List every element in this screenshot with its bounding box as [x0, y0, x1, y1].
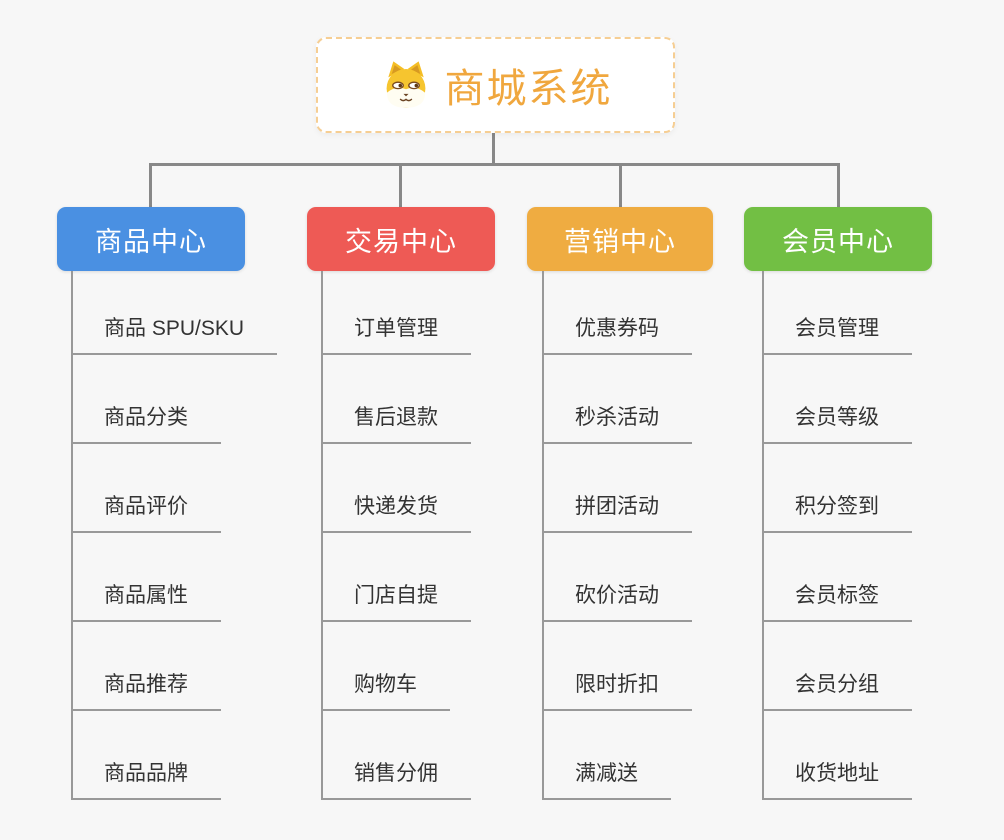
leaf-node[interactable]: 优惠券码: [542, 313, 692, 355]
branch-marketing-center[interactable]: 营销中心: [527, 207, 713, 271]
branch-label: 会员中心: [782, 226, 894, 257]
branch-member-center[interactable]: 会员中心: [744, 207, 932, 271]
connector-rail: [71, 271, 73, 800]
branch-label: 商品中心: [95, 226, 207, 257]
connector-drop-trade: [399, 163, 402, 207]
leaf-node[interactable]: 秒杀活动: [542, 402, 692, 444]
connector-drop-product: [149, 163, 152, 207]
leaf-node[interactable]: 满减送: [542, 758, 671, 800]
connector-bus-horizontal: [149, 163, 840, 166]
leaf-node[interactable]: 门店自提: [321, 580, 471, 622]
connector-drop-marketing: [619, 163, 622, 207]
leaf-node[interactable]: 商品品牌: [71, 758, 221, 800]
leaf-node[interactable]: 售后退款: [321, 402, 471, 444]
leaf-node[interactable]: 商品分类: [71, 402, 221, 444]
leaf-node[interactable]: 会员管理: [762, 313, 912, 355]
branch-product-center[interactable]: 商品中心: [57, 207, 245, 271]
leaf-node[interactable]: 快递发货: [321, 491, 471, 533]
root-title: 商城系统: [444, 67, 613, 111]
leaf-node[interactable]: 商品推荐: [71, 669, 221, 711]
branch-trade-center[interactable]: 交易中心: [307, 207, 495, 271]
leaf-node[interactable]: 订单管理: [321, 313, 471, 355]
leaf-node[interactable]: 购物车: [321, 669, 450, 711]
branch-label: 交易中心: [345, 226, 457, 257]
leaf-node[interactable]: 商品评价: [71, 491, 221, 533]
branch-label: 营销中心: [564, 226, 676, 257]
leaf-node[interactable]: 砍价活动: [542, 580, 692, 622]
leaf-node[interactable]: 拼团活动: [542, 491, 692, 533]
connector-rail: [321, 271, 323, 800]
connector-root-vertical: [492, 133, 495, 163]
leaf-node[interactable]: 会员等级: [762, 402, 912, 444]
leaf-node[interactable]: 收货地址: [762, 758, 912, 800]
connector-drop-member: [837, 163, 840, 207]
leaf-node[interactable]: 限时折扣: [542, 669, 692, 711]
leaf-node[interactable]: 销售分佣: [321, 758, 471, 800]
leaf-node[interactable]: 商品属性: [71, 580, 221, 622]
connector-rail: [762, 271, 764, 800]
connector-rail: [542, 271, 544, 800]
shiba-dog-icon: [379, 58, 433, 112]
leaf-node[interactable]: 商品 SPU/SKU: [71, 313, 278, 355]
leaf-node[interactable]: 会员标签: [762, 580, 912, 622]
leaf-node[interactable]: 积分签到: [762, 491, 912, 533]
leaf-node[interactable]: 会员分组: [762, 669, 912, 711]
root-node-mall-system[interactable]: 商城系统: [316, 37, 675, 133]
